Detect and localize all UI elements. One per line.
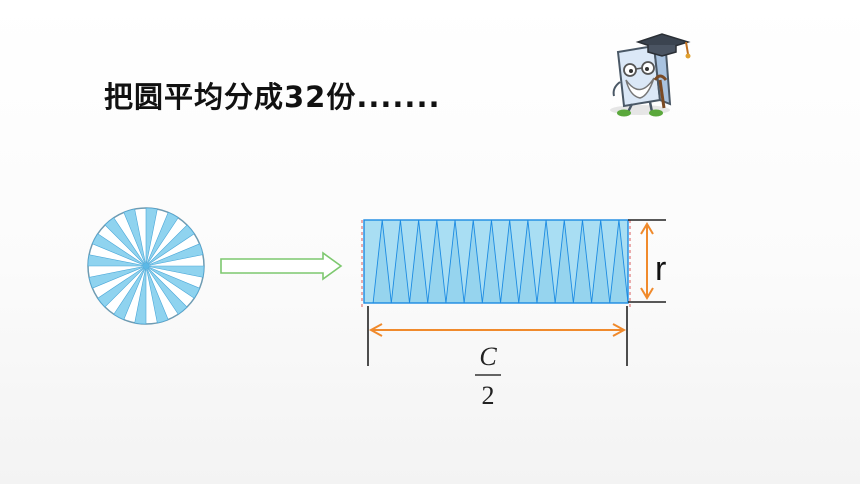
circle-sector (145, 207, 158, 267)
circle-sector (145, 265, 205, 278)
circle-sector (104, 217, 147, 267)
circle-sector (88, 265, 147, 289)
circle-sector (145, 243, 204, 267)
radius-measure: r (628, 219, 666, 303)
divided-circle (87, 207, 205, 325)
circle-sector (145, 265, 200, 299)
circle-sector (145, 212, 179, 267)
length-measure (367, 306, 628, 366)
rearranged-rectangle (361, 219, 631, 309)
circle-sector (92, 233, 147, 267)
circle-sector (145, 265, 169, 324)
block-arrow-icon (220, 251, 343, 281)
circle-sector (113, 265, 147, 320)
slide-title: 把圆平均分成32份....... (104, 80, 441, 114)
radius-label: r (655, 250, 666, 288)
circle-sector (134, 265, 147, 325)
circle-sector (145, 265, 188, 315)
fraction-denominator: 2 (482, 381, 495, 410)
rectangle-outline (363, 219, 629, 304)
fraction-numerator: C (479, 342, 497, 371)
length-fraction: C 2 (475, 342, 501, 410)
circle-sector (123, 208, 147, 267)
circle-sector (97, 265, 147, 308)
circle-sector (87, 254, 147, 267)
circle-sector (145, 224, 195, 267)
circle-center (143, 263, 149, 269)
mascot-book-icon (610, 33, 691, 117)
